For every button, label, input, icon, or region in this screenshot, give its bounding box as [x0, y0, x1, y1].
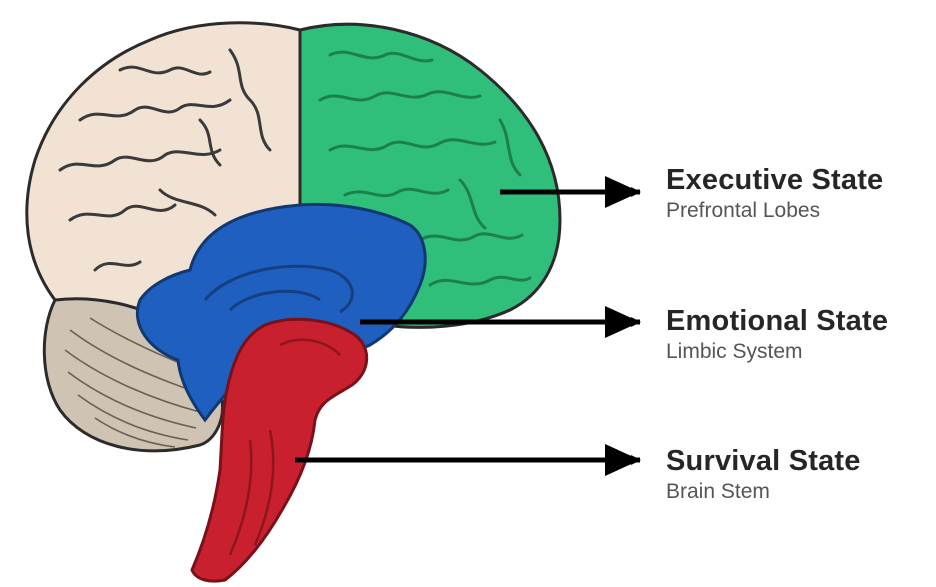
prefrontal-lobes-subtitle: Prefrontal Lobes — [666, 198, 883, 224]
label-emotional-state: Emotional State Limbic System — [666, 304, 888, 365]
arrow-right-icon — [605, 444, 640, 476]
executive-state-title: Executive State — [666, 163, 883, 197]
arrow-right-icon — [605, 306, 640, 338]
label-survival-state: Survival State Brain Stem — [666, 444, 861, 505]
limbic-system-subtitle: Limbic System — [666, 339, 888, 365]
brain-stem-subtitle: Brain Stem — [666, 479, 861, 505]
arrow-right-icon — [605, 176, 640, 208]
survival-state-title: Survival State — [666, 444, 861, 478]
emotional-state-title: Emotional State — [666, 304, 888, 338]
label-executive-state: Executive State Prefrontal Lobes — [666, 163, 883, 224]
